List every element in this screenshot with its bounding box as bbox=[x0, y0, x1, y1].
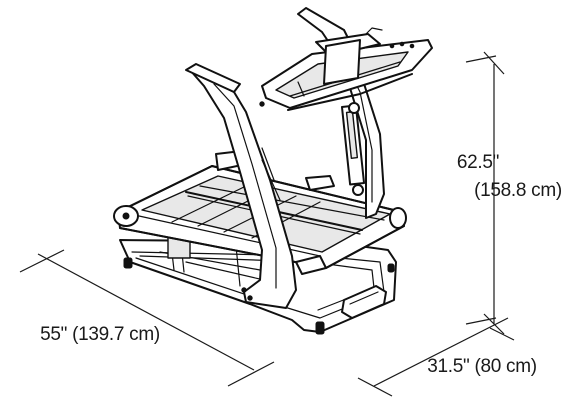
width-label: 31.5" (80 cm) bbox=[427, 356, 537, 377]
height-label: 62.5" bbox=[457, 152, 499, 173]
gas-shock bbox=[340, 102, 366, 196]
console bbox=[261, 27, 433, 111]
length-dimension: 55" (139.7 cm) bbox=[19, 249, 275, 387]
height-dimension: 62.5" (158.8 cm) bbox=[457, 51, 562, 335]
width-dimension: 31.5" (80 cm) bbox=[357, 317, 537, 397]
treadmill-illustration bbox=[113, 7, 433, 335]
left-upright-arm bbox=[185, 63, 297, 309]
height-metric-label: (158.8 cm) bbox=[474, 180, 562, 201]
length-label: 55" (139.7 cm) bbox=[40, 324, 160, 345]
